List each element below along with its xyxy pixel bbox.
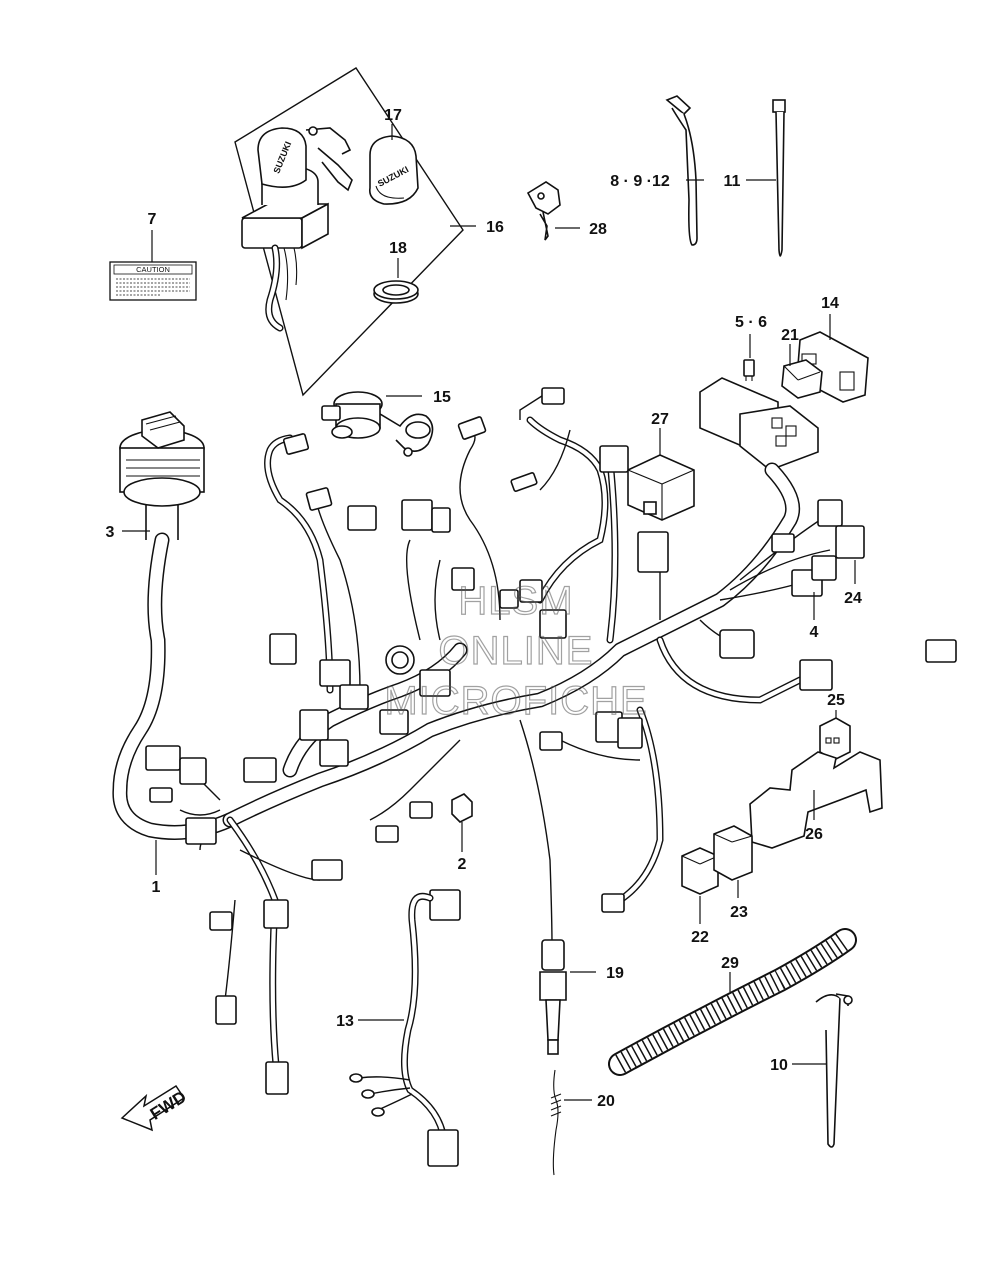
watermark-line-1: HLSM bbox=[458, 579, 573, 623]
ring-nut[interactable] bbox=[373, 280, 419, 304]
control-unit[interactable] bbox=[627, 454, 695, 521]
callout-5-6: 5 · 6 bbox=[735, 314, 767, 331]
callout-10: 10 bbox=[770, 1057, 788, 1074]
callout-3: 3 bbox=[106, 524, 115, 541]
watermark-line-2: ONLINE bbox=[439, 629, 594, 673]
callout-19: 19 bbox=[606, 965, 624, 982]
mounting-plate[interactable] bbox=[749, 751, 883, 849]
callout-16: 16 bbox=[486, 219, 504, 236]
caution-heading: CAUTION bbox=[136, 265, 170, 274]
callout-8-9-12: 8 · 9 ·12 bbox=[610, 173, 670, 190]
spring-clip[interactable] bbox=[550, 1069, 562, 1176]
callout-13: 13 bbox=[336, 1013, 354, 1030]
sub-harness[interactable] bbox=[349, 889, 461, 1167]
corrugated-tube[interactable] bbox=[608, 928, 857, 1076]
ignition-switch-assembly-box bbox=[234, 67, 464, 397]
callout-28: 28 bbox=[589, 221, 607, 238]
oxygen-sensor[interactable] bbox=[539, 939, 567, 1055]
callout-24: 24 bbox=[844, 590, 862, 607]
callouts: 1 2 3 4 5 · 6 7 8 · 9 ·12 10 11 13 14 15 bbox=[106, 107, 862, 1110]
callout-14: 14 bbox=[821, 295, 839, 312]
fuse[interactable] bbox=[743, 359, 755, 381]
callout-15: 15 bbox=[433, 389, 451, 406]
callout-25: 25 bbox=[827, 692, 845, 709]
callout-29: 29 bbox=[721, 955, 739, 972]
callout-18: 18 bbox=[389, 240, 407, 257]
callout-2: 2 bbox=[458, 856, 467, 873]
power-socket[interactable] bbox=[331, 391, 434, 457]
callout-17: 17 bbox=[384, 107, 402, 124]
callout-22: 22 bbox=[691, 929, 709, 946]
callout-23: 23 bbox=[730, 904, 748, 921]
callout-1: 1 bbox=[152, 879, 161, 896]
callout-11: 11 bbox=[724, 173, 741, 190]
caution-label[interactable]: CAUTION bbox=[109, 261, 197, 301]
callout-20: 20 bbox=[597, 1093, 615, 1110]
ignition-switch[interactable]: SUZUKI bbox=[241, 126, 353, 332]
forward-direction-arrow: FWD bbox=[120, 1084, 190, 1132]
cable-tie-small[interactable] bbox=[772, 99, 786, 257]
key-cover[interactable]: SUZUKI bbox=[368, 135, 419, 205]
cable-tie-with-mount[interactable] bbox=[815, 993, 853, 1148]
harness-connectors bbox=[145, 387, 957, 1095]
callout-26: 26 bbox=[805, 826, 823, 843]
connector-23[interactable] bbox=[713, 825, 753, 881]
small-connector-cap[interactable] bbox=[451, 793, 473, 823]
callout-4: 4 bbox=[810, 624, 819, 641]
ignition-key[interactable] bbox=[526, 181, 561, 241]
relay[interactable] bbox=[781, 359, 823, 399]
callout-27: 27 bbox=[651, 411, 669, 428]
callout-7: 7 bbox=[148, 211, 157, 228]
watermark-line-3: MICROFICHE bbox=[384, 679, 647, 723]
fuse-box[interactable] bbox=[699, 377, 819, 471]
connector-22[interactable] bbox=[681, 847, 719, 895]
callout-21: 21 bbox=[781, 327, 799, 344]
gauge-cable[interactable] bbox=[112, 411, 238, 840]
cable-tie-large[interactable] bbox=[665, 95, 698, 246]
watermark: HLSM ONLINE MICROFICHE bbox=[384, 578, 648, 723]
